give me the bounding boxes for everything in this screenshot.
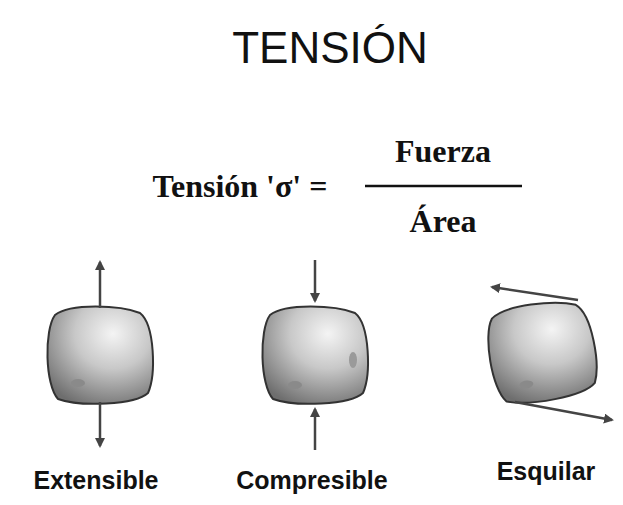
rock-extensible: [47, 307, 153, 404]
force-arrows: [100, 260, 612, 450]
title: TENSIÓN: [232, 24, 428, 72]
numerator: Fuerza: [395, 134, 491, 169]
stress-type: Extensible: [33, 467, 158, 495]
rock-compresible: [262, 307, 368, 404]
fraction-bar: [365, 185, 522, 188]
stress-type: Compresible: [236, 467, 387, 495]
formula-lhs: Tensión 'σ' =: [153, 169, 328, 204]
denominator: Área: [410, 204, 477, 239]
rock-esquilar: [483, 297, 601, 408]
stress-type: Esquilar: [497, 458, 596, 486]
